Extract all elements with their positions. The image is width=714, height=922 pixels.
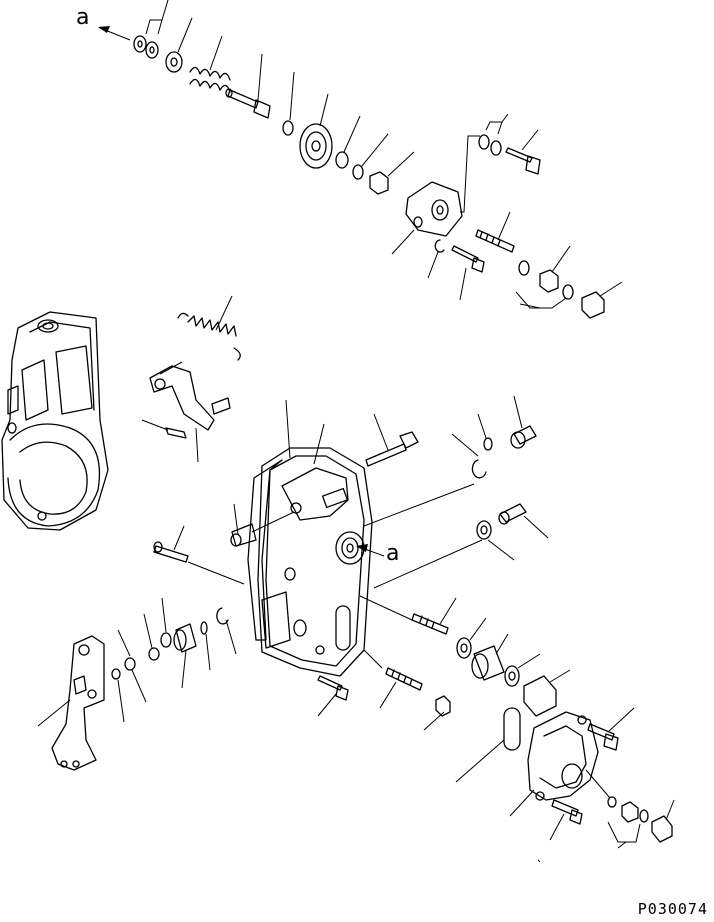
reference-label-a-mid: a <box>386 541 399 566</box>
washer-bottom-right-2 <box>639 809 649 823</box>
cap-nut-bottom-right <box>651 799 675 843</box>
long-bolt-top-center <box>365 413 419 467</box>
washer-pair-top <box>133 0 169 59</box>
plunger-bolt-right <box>411 597 457 635</box>
nut-bottom-right <box>621 801 639 823</box>
reference-arrow-a-top <box>98 26 131 41</box>
washer-right-lower-2 <box>504 653 541 687</box>
nut-lower-center <box>423 695 451 731</box>
pin-left <box>141 419 187 439</box>
control-lever-left <box>37 635 105 771</box>
bolt-cover-top <box>230 503 295 547</box>
snap-ring-right <box>451 433 487 479</box>
leader-center-right <box>359 595 413 621</box>
end-cover-right <box>509 711 611 817</box>
small-oring-left <box>200 621 211 671</box>
stud-bolt-center <box>363 649 423 709</box>
governor-lever <box>149 361 231 463</box>
washer-mid-right-2 <box>562 284 574 300</box>
bolt-cover-right <box>587 707 635 751</box>
washer-mid-right <box>518 260 530 276</box>
bolt-right-top <box>505 129 541 175</box>
small-washer-top <box>282 71 295 136</box>
leader-right-mid <box>373 539 483 589</box>
washer-left-4 <box>111 668 147 723</box>
leader-group-bottom-right <box>607 821 641 843</box>
leader-cover-center <box>363 483 475 527</box>
washer-left-3 <box>117 629 136 671</box>
washer-right-mid <box>476 520 515 561</box>
bolt-lower-center <box>317 675 349 717</box>
washer-top-2 <box>165 17 193 73</box>
washer-left-1 <box>160 597 172 648</box>
washer-pair-right <box>478 113 509 156</box>
bushing-left <box>173 623 197 689</box>
nut-mid-right <box>539 245 571 293</box>
bolt-left-center <box>153 525 245 585</box>
pulley-disc <box>299 93 333 169</box>
snap-ring-mid <box>427 239 445 279</box>
cap-nut-right <box>581 281 623 319</box>
reference-arrow-a-mid <box>356 544 385 557</box>
washer-left-2 <box>143 613 160 661</box>
bolt-mid <box>451 245 485 301</box>
washer-top-3 <box>335 115 361 169</box>
sleeve-right <box>471 633 509 681</box>
leader-group-mid-right <box>515 291 567 309</box>
pump-cover-main <box>257 399 373 677</box>
cap-right-lower <box>523 669 571 717</box>
washer-right-lower <box>456 617 487 659</box>
o-ring-right <box>477 413 493 451</box>
washer-top-4 <box>352 133 389 180</box>
governor-housing-left <box>1 311 109 531</box>
washer-bottom-right <box>607 796 617 808</box>
plug-right-top <box>510 395 537 449</box>
coil-spring-top <box>189 35 231 93</box>
nut-top <box>369 151 415 195</box>
tension-spring <box>177 295 241 361</box>
gasket-oval-right <box>455 707 521 783</box>
figure-code: P030074 <box>637 900 708 918</box>
gasket-main <box>247 459 283 641</box>
bolt-bottom-right <box>549 799 583 841</box>
stud-bolt-mid <box>475 211 515 253</box>
bracket-housing-top <box>391 135 480 255</box>
snap-ring-left <box>216 607 237 655</box>
reference-label-a-top: a <box>76 5 89 30</box>
shaft-bolt-top <box>225 53 271 119</box>
banjo-bolt-right <box>498 503 549 539</box>
